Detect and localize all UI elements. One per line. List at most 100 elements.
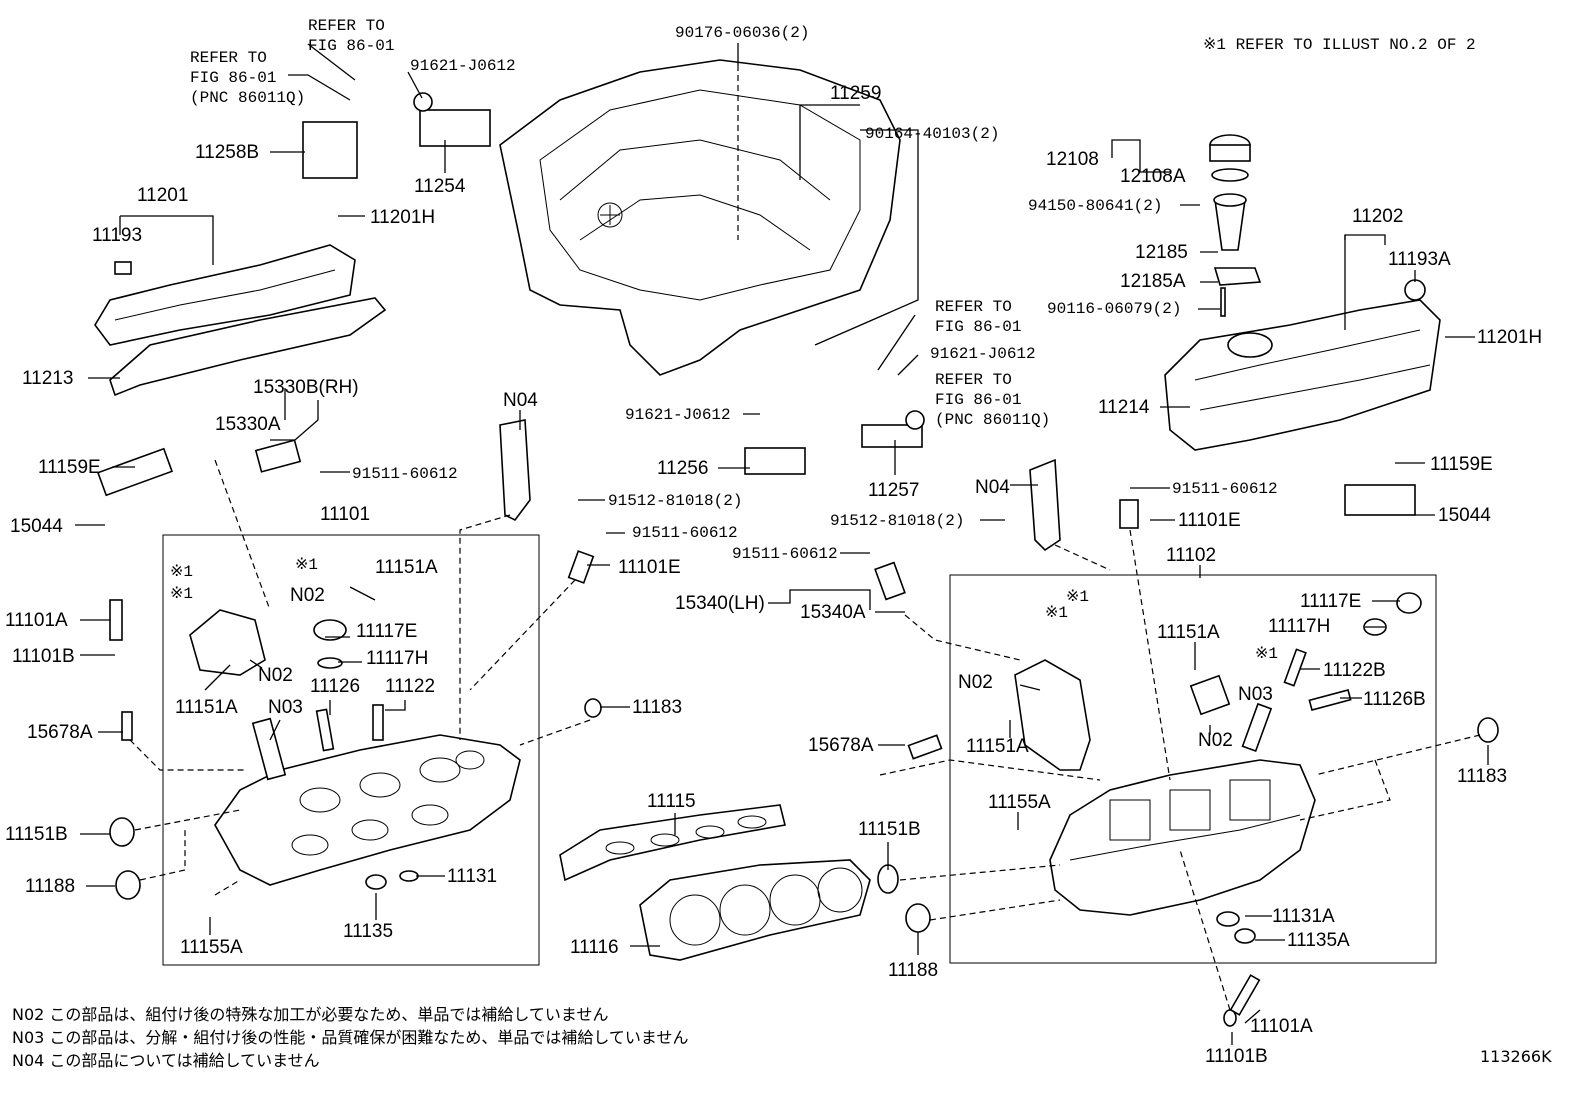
label-15330b: 15330B(RH) bbox=[253, 377, 359, 398]
label-11188-right: 11188 bbox=[888, 960, 938, 981]
label-15044-left: 15044 bbox=[10, 516, 63, 537]
label-91512-left: 91512-81018(2) bbox=[608, 492, 742, 510]
bracket-11254 bbox=[419, 109, 491, 147]
label-n04-left: N04 bbox=[503, 390, 538, 411]
oil-filler-tube-12185 bbox=[1213, 193, 1262, 317]
label-11151a-right-1: 11151A bbox=[1157, 622, 1220, 643]
label-91511-right: 91511-60612 bbox=[1172, 480, 1278, 498]
label-11116: 11116 bbox=[570, 937, 619, 958]
head-cover-11214 bbox=[1164, 299, 1441, 451]
part-labels: 90176-06036(2) 91621-J0612 11259 90164-4… bbox=[5, 24, 1542, 1067]
header-note: ※1 REFER TO ILLUST NO.2 OF 2 bbox=[1203, 36, 1476, 54]
right-cylinder-head-box bbox=[949, 574, 1437, 964]
label-15678a-left: 15678A bbox=[27, 722, 93, 743]
label-11135a: 11135A bbox=[1287, 930, 1350, 951]
footnotes: N02 この部品は、組付け後の特殊な加工が必要なため、単品では補給していません … bbox=[12, 1005, 688, 1070]
label-11101b-right: 11101B bbox=[1205, 1046, 1268, 1067]
label-12185: 12185 bbox=[1135, 242, 1188, 263]
label-11117e-left: 11117E bbox=[356, 621, 417, 642]
label-11117h-left: 11117H bbox=[366, 648, 428, 669]
label-star1-f: ※1 bbox=[1255, 645, 1278, 663]
label-11183-right: 11183 bbox=[1457, 766, 1507, 787]
label-91512-right: 91512-81018(2) bbox=[830, 512, 964, 530]
label-91621-top: 91621-J0612 bbox=[410, 57, 516, 75]
label-11101: 11101 bbox=[320, 504, 370, 525]
label-12108a: 12108A bbox=[1120, 166, 1186, 187]
label-11115: 11115 bbox=[647, 791, 696, 812]
label-n03-right: N03 bbox=[1238, 684, 1273, 705]
cam-cover-n02-right bbox=[1014, 659, 1091, 771]
label-11159e-right: 11159E bbox=[1430, 454, 1493, 475]
label-11101e-left: 11101E bbox=[618, 557, 681, 578]
footnote-n03: N03 この部品は、分解・組付け後の性能・品質確保が困難なため、単品では補給して… bbox=[12, 1028, 688, 1047]
cam-cover-n02-left bbox=[189, 609, 266, 676]
refer-note-1-line1: REFER TO bbox=[308, 17, 385, 35]
label-90116: 90116-06079(2) bbox=[1047, 300, 1181, 318]
label-11201h-left: 11201H bbox=[370, 207, 435, 228]
head-cover-11201 bbox=[94, 244, 356, 346]
label-91621-right: 91621-J0612 bbox=[930, 345, 1036, 363]
label-11151b-left: 11151B bbox=[5, 824, 68, 845]
refer-note-3-line2: FIG 86-01 bbox=[935, 318, 1021, 336]
label-11201h-right: 11201H bbox=[1477, 327, 1542, 348]
label-11126: 11126 bbox=[310, 676, 360, 697]
refer-note-4-line3: (PNC 86011Q) bbox=[935, 411, 1050, 429]
footnote-n04: N04 この部品については補給していません bbox=[12, 1051, 320, 1070]
label-11188-left: 11188 bbox=[25, 876, 75, 897]
label-90164: 90164-40103(2) bbox=[865, 125, 999, 143]
label-11101b-left: 11101B bbox=[12, 646, 75, 667]
label-11201: 11201 bbox=[137, 185, 188, 206]
label-star1-a: ※1 bbox=[170, 563, 193, 581]
refer-note-2-line1: REFER TO bbox=[190, 49, 267, 67]
gasket-11115 bbox=[559, 804, 786, 882]
refer-note-2-line2: FIG 86-01 bbox=[190, 69, 276, 87]
bracket-11258b bbox=[302, 121, 358, 179]
assembly-dashed-lines bbox=[129, 459, 1481, 1011]
label-11126b: 11126B bbox=[1363, 689, 1426, 710]
label-12185a: 12185A bbox=[1120, 271, 1186, 292]
label-n03-left: N03 bbox=[268, 697, 303, 718]
label-n04-right: N04 bbox=[975, 477, 1010, 498]
label-11117e-right: 11117E bbox=[1300, 591, 1361, 612]
label-11193: 11193 bbox=[92, 225, 142, 246]
bracket-11257 bbox=[861, 424, 923, 448]
label-11151a-right-2: 11151A bbox=[966, 736, 1029, 757]
bracket-n04-right bbox=[1029, 458, 1061, 552]
left-cylinder-head-box bbox=[162, 534, 540, 966]
label-11193a: 11193A bbox=[1388, 249, 1451, 270]
label-11122b: 11122B bbox=[1323, 660, 1386, 681]
label-11131: 11131 bbox=[447, 866, 497, 887]
bracket-11256 bbox=[744, 447, 806, 475]
label-11122: 11122 bbox=[385, 676, 435, 697]
label-11159e-left: 11159E bbox=[38, 457, 101, 478]
label-star1-c: ※1 bbox=[295, 556, 318, 574]
label-11155a-left: 11155A bbox=[180, 937, 243, 958]
label-11131a: 11131A bbox=[1272, 906, 1335, 927]
label-11259: 11259 bbox=[830, 83, 881, 104]
label-11155a-right: 11155A bbox=[988, 792, 1051, 813]
figure-id: 113266K bbox=[1480, 1047, 1552, 1066]
bracket-n04-left bbox=[499, 419, 531, 522]
refer-note-4-line1: REFER TO bbox=[935, 371, 1012, 389]
label-11151a-left-1: 11151A bbox=[375, 557, 438, 578]
label-11256: 11256 bbox=[657, 458, 708, 479]
label-11151a-left-2: 11151A bbox=[175, 697, 238, 718]
label-91511-lh: 91511-60612 bbox=[732, 545, 838, 563]
label-15678a-right: 15678A bbox=[808, 735, 874, 756]
cylinder-head-right bbox=[1049, 759, 1316, 916]
footnote-n02: N02 この部品は、組付け後の特殊な加工が必要なため、単品では補給していません bbox=[12, 1005, 608, 1024]
label-15340a: 15340A bbox=[800, 602, 866, 623]
label-12108: 12108 bbox=[1046, 149, 1099, 170]
label-94150: 94150-80641(2) bbox=[1028, 197, 1162, 215]
label-star1-b: ※1 bbox=[170, 585, 193, 603]
refer-blocks: REFER TO FIG 86-01 REFER TO FIG 86-01 (P… bbox=[190, 17, 1050, 429]
label-11102: 11102 bbox=[1166, 545, 1216, 566]
label-15340: 15340(LH) bbox=[675, 593, 765, 614]
label-15044-right: 15044 bbox=[1438, 505, 1491, 526]
refer-note-4-line2: FIG 86-01 bbox=[935, 391, 1021, 409]
cylinder-head-left bbox=[214, 734, 521, 886]
oil-filler-cap-12108 bbox=[1209, 134, 1251, 182]
label-11257: 11257 bbox=[868, 480, 919, 501]
